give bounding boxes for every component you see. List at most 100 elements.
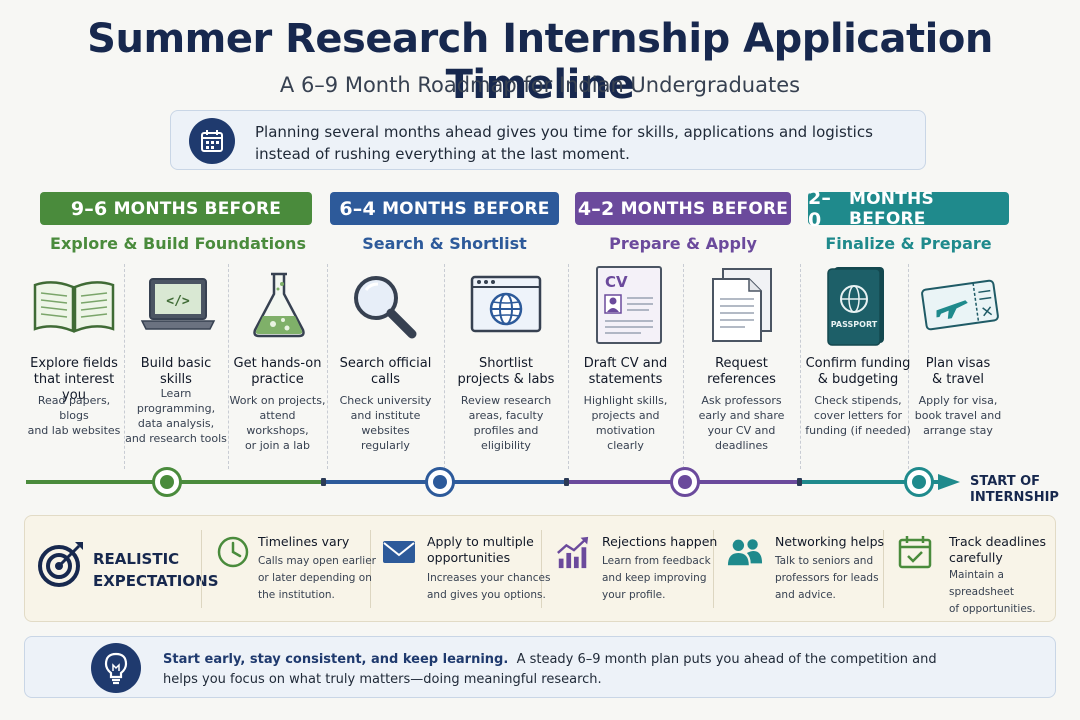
expectation-title-1: Timelines vary [258, 534, 349, 550]
step-title-9: Plan visas& travel [908, 356, 1008, 388]
expectation-desc-line: Talk to seniors and [775, 555, 874, 567]
timeline-node-1 [152, 467, 182, 497]
laptop-code-icon: </> [128, 266, 228, 344]
plane-ticket-icon [910, 266, 1010, 344]
expectations-heading-line: EXPECTATIONS [93, 572, 219, 590]
step-title-line: Confirm funding [805, 356, 911, 371]
step-desc-line: Check university [339, 394, 432, 407]
phase-badge-3: 4–2 MONTHS BEFORE [575, 192, 791, 225]
documents-icon [686, 266, 798, 344]
step-title-line: Plan visas [925, 356, 991, 371]
phase-badge-1: 9–6 MONTHS BEFORE [40, 192, 312, 225]
footer-bold-text: Start early, stay consistent, and keep l… [163, 652, 509, 667]
phase-name-1: Explore & Build Foundations [50, 234, 306, 253]
step-desc-line: Work on projects, [229, 394, 326, 407]
step-desc-line: clearly [607, 439, 644, 452]
step-title-line: & budgeting [817, 372, 899, 387]
expectation-desc-2: Increases your chances and gives you opti… [427, 570, 550, 604]
step-desc-line: Learn programming, [136, 387, 216, 415]
footer-rest-text: A steady 6–9 month plan puts you ahead o… [516, 652, 937, 667]
step-desc-line: and research tools [125, 432, 227, 445]
step-desc-line: regularly [361, 439, 410, 452]
divider [568, 264, 569, 469]
expectation-title-line: Track deadlines [949, 534, 1046, 549]
step-desc-line: your CV and [707, 424, 776, 437]
step-desc-line: early and share [698, 409, 785, 422]
phase-label: MONTHS BEFORE [382, 198, 550, 219]
expectation-desc-line: and keep improving [602, 572, 707, 584]
step-title-line: calls [370, 372, 401, 387]
step-desc-line: eligibility [481, 439, 531, 452]
phase-name-2: Search & Shortlist [362, 234, 527, 253]
intro-line-2: instead of rushing everything at the las… [255, 145, 630, 163]
footer-line-2: helps you focus on what truly matters—do… [163, 672, 602, 687]
step-desc-line: Check stipends, [814, 394, 902, 407]
intro-banner: Planning several months ahead gives you … [170, 110, 926, 170]
phase-range: 9–6 [70, 197, 108, 220]
timeline-node-2 [425, 467, 455, 497]
phase-badge-4: 2–0 MONTHS BEFORE [808, 187, 1009, 231]
step-desc-line: areas, faculty [468, 409, 544, 422]
expectation-title-4: Networking helps [775, 534, 884, 550]
expectation-title-line: Apply to multiple [427, 534, 534, 549]
timeline-tick [797, 478, 802, 486]
browser-globe-icon [446, 266, 566, 344]
step-title-line: statements [588, 372, 663, 387]
step-desc-3: Work on projects,attend workshops,or joi… [228, 393, 327, 453]
expectation-title-line: opportunities [427, 550, 511, 565]
clock-icon [215, 534, 251, 570]
expectation-title-3: Rejections happen [602, 534, 717, 550]
envelope-icon [381, 534, 417, 570]
step-desc-4: Check university and institute websites reg… [327, 393, 444, 453]
step-title-line: Draft CV and [583, 356, 668, 371]
open-book-icon [24, 266, 124, 344]
step-desc-line: and lab websites [27, 424, 121, 437]
step-desc-line: and institute [350, 409, 421, 422]
lightbulb-icon [91, 643, 141, 693]
step-title-line: Build basic skills [140, 356, 212, 387]
step-title-line: projects & labs [457, 372, 555, 387]
expectation-desc-line: Learn from feedback [602, 555, 711, 567]
step-desc-line: or join a lab [244, 439, 311, 452]
step-desc-line: arrange stay [923, 424, 993, 437]
cv-document-icon: CV [575, 266, 683, 344]
expectation-desc-line: Increases your chances [427, 572, 551, 584]
divider [908, 264, 909, 469]
timeline-node-dot [160, 475, 174, 489]
intro-text: Planning several months ahead gives you … [255, 121, 915, 165]
divider [370, 530, 371, 608]
intro-line-1: Planning several months ahead gives you … [255, 123, 873, 141]
divider [201, 530, 202, 608]
step-desc-line: Ask professors [701, 394, 782, 407]
step-desc-line: websites [361, 424, 410, 437]
phase-range: 6–4 [339, 197, 376, 220]
footer-text: Start early, stay consistent, and keep l… [163, 650, 1023, 690]
svg-text:</>: </> [166, 294, 190, 309]
expectation-desc-line: and advice. [775, 589, 836, 601]
target-icon [37, 540, 85, 592]
phase-label: MONTHS BEFORE [849, 188, 934, 229]
step-title-2: Build basic skills [124, 356, 228, 388]
timeline-node-dot [912, 475, 926, 489]
step-desc-line: data analysis, [137, 417, 215, 430]
divider [800, 264, 801, 469]
expectation-desc-line: and gives you options. [427, 589, 546, 601]
step-title-line: Explore fields [30, 356, 118, 371]
step-title-line: Request [715, 356, 768, 371]
timeline-tick [564, 478, 569, 486]
divider [228, 264, 229, 469]
expectation-desc-line: your profile. [602, 589, 666, 601]
expectation-title-line: Rejections happen [602, 534, 718, 549]
step-title-line: Get hands-on [233, 356, 322, 371]
divider [444, 264, 445, 469]
divider [541, 530, 542, 608]
